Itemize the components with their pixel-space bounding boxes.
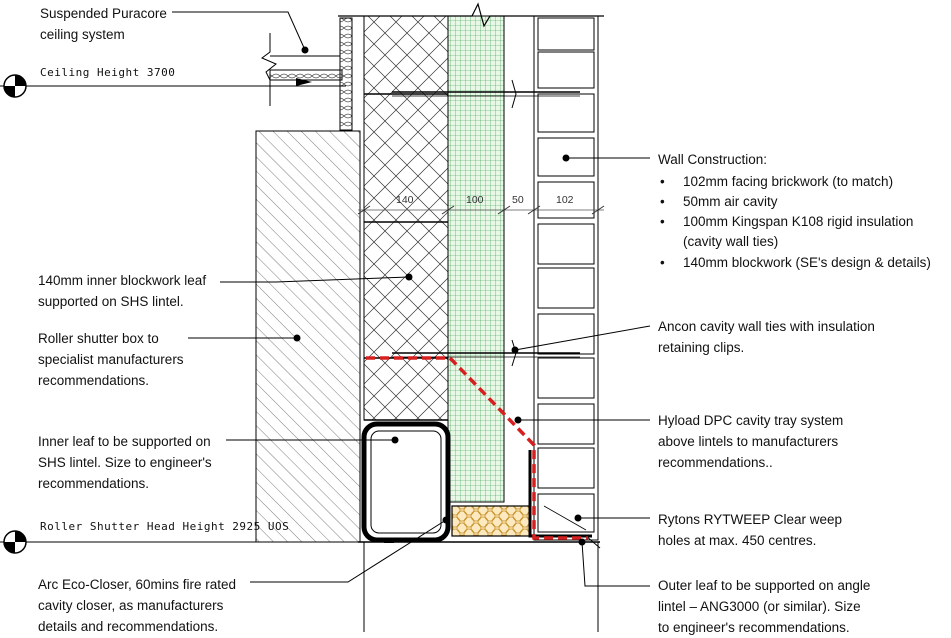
rigid-insulation [447, 15, 505, 503]
ceiling-level-text: Ceiling Height 3700 [40, 66, 175, 79]
dimension-line: 140 100 50 102 [357, 194, 605, 215]
dim-insulation: 100 [466, 194, 484, 206]
shs-lintel [361, 421, 451, 543]
label-shutter-box: Roller shutter box to specialist manufac… [38, 331, 187, 388]
label-outer-leaf: Outer leaf to be supported on angle lint… [658, 578, 874, 635]
label-inner-support: Inner leaf to be supported on SHS lintel… [38, 434, 215, 491]
dpc-cavity-tray [366, 356, 588, 540]
label-rytons: Rytons RYTWEEP Clear weep holes at max. … [658, 512, 846, 548]
dim-inner-leaf: 140 [396, 194, 414, 206]
dim-cavity: 50 [512, 194, 524, 206]
label-wall-construction: Wall Construction: •102mm facing brickwo… [658, 152, 931, 270]
dim-brickwork: 102 [556, 194, 574, 206]
label-hyload: Hyload DPC cavity tray system above lint… [658, 413, 847, 470]
angle-lintel [358, 450, 601, 632]
ceiling-level-marker: Ceiling Height 3700 [0, 66, 346, 98]
label-inner-leaf: 140mm inner blockwork leaf supported on … [38, 273, 210, 309]
ceiling-system [261, 17, 353, 131]
leader-lines [172, 11, 651, 587]
label-ancon: Ancon cavity wall ties with insulation r… [658, 319, 879, 355]
label-ceiling-system: Suspended Puracore ceiling system [40, 6, 171, 42]
eco-closer [451, 505, 531, 537]
top-break-line [338, 2, 604, 28]
head-level-marker: Roller Shutter Head Height 2925 UOS [0, 520, 364, 554]
inner-blockwork-leaf [363, 15, 449, 421]
label-eco-closer: Arc Eco-Closer, 60mins fire rated cavity… [38, 577, 240, 634]
facing-brickwork [533, 15, 599, 541]
head-level-text: Roller Shutter Head Height 2925 UOS [40, 520, 289, 533]
roller-shutter-box-hatch [255, 130, 361, 543]
